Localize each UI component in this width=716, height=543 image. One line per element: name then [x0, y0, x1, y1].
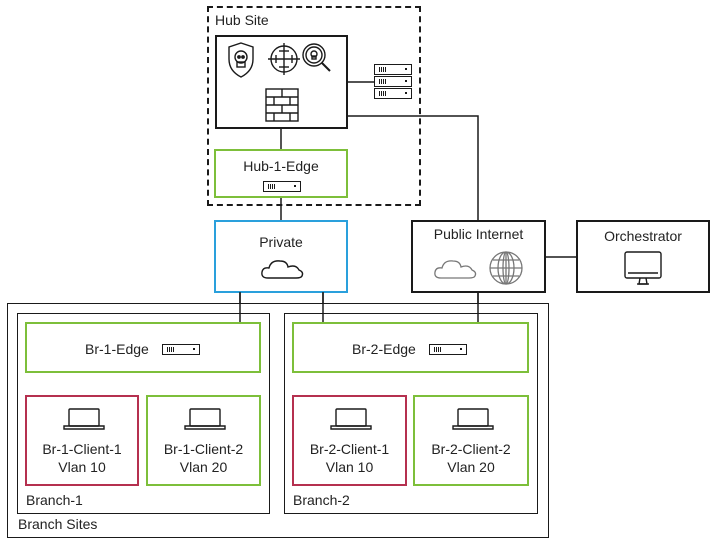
client-vlan: Vlan 10 — [325, 459, 374, 475]
br-2-edge-label: Br-2-Edge — [352, 341, 416, 357]
laptop-icon — [330, 408, 372, 430]
private-network-node[interactable]: Private — [214, 220, 348, 293]
hub-1-edge-label: Hub-1-Edge — [243, 158, 319, 174]
server-stack-icon — [374, 64, 414, 100]
internet-icons — [434, 251, 523, 285]
wire-hub-to-internet — [347, 115, 479, 221]
laptop-icon — [452, 408, 494, 430]
br-2-client-2-node[interactable]: Br-2-Client-2 Vlan 20 — [413, 395, 529, 486]
client-vlan: Vlan 20 — [179, 459, 228, 475]
br-2-edge-node[interactable]: Br-2-Edge — [292, 322, 529, 373]
client-vlan: Vlan 10 — [58, 459, 106, 475]
laptop-icon — [184, 408, 226, 430]
branch-2-label: Branch-2 — [293, 492, 350, 508]
firewall-icon — [265, 88, 299, 122]
monitor-icon — [624, 251, 662, 285]
hub-1-edge-node[interactable]: Hub-1-Edge — [214, 149, 348, 198]
edge-device-icon — [263, 181, 301, 192]
br-1-client-1-node[interactable]: Br-1-Client-1 Vlan 10 — [25, 395, 139, 486]
private-label: Private — [259, 234, 303, 250]
globe-icon — [489, 251, 523, 285]
br-1-edge-node[interactable]: Br-1-Edge — [25, 322, 261, 373]
cloud-icon — [261, 260, 304, 279]
client-name: Br-1-Client-2 — [163, 441, 244, 457]
orchestrator-node[interactable]: Orchestrator — [576, 220, 710, 293]
public-internet-node[interactable]: Public Internet — [411, 220, 546, 293]
laptop-icon — [63, 408, 105, 430]
client-name: Br-2-Client-1 — [309, 441, 390, 457]
br-1-client-2-node[interactable]: Br-1-Client-2 Vlan 20 — [146, 395, 261, 486]
client-vlan: Vlan 20 — [447, 459, 495, 475]
br-1-edge-label: Br-1-Edge — [85, 341, 149, 357]
security-icons — [228, 42, 331, 122]
br-2-client-1-node[interactable]: Br-2-Client-1 Vlan 10 — [292, 395, 407, 486]
client-name: Br-2-Client-2 — [431, 441, 511, 457]
crosshair-icon — [268, 43, 300, 75]
hub-site-label: Hub Site — [215, 12, 269, 28]
hub-site-group: Hub Site — [207, 6, 421, 206]
shield-skull-icon — [228, 42, 254, 78]
hub-security-box[interactable] — [215, 35, 348, 129]
public-internet-label: Public Internet — [433, 226, 524, 242]
branch-1-label: Branch-1 — [26, 492, 83, 508]
magnifier-skull-icon — [302, 43, 331, 72]
edge-device-icon — [162, 344, 200, 355]
orchestrator-label: Orchestrator — [604, 228, 682, 244]
edge-device-icon — [429, 344, 467, 355]
cloud-icon — [434, 260, 477, 279]
branch-sites-label: Branch Sites — [18, 516, 98, 532]
client-name: Br-1-Client-1 — [42, 441, 122, 457]
